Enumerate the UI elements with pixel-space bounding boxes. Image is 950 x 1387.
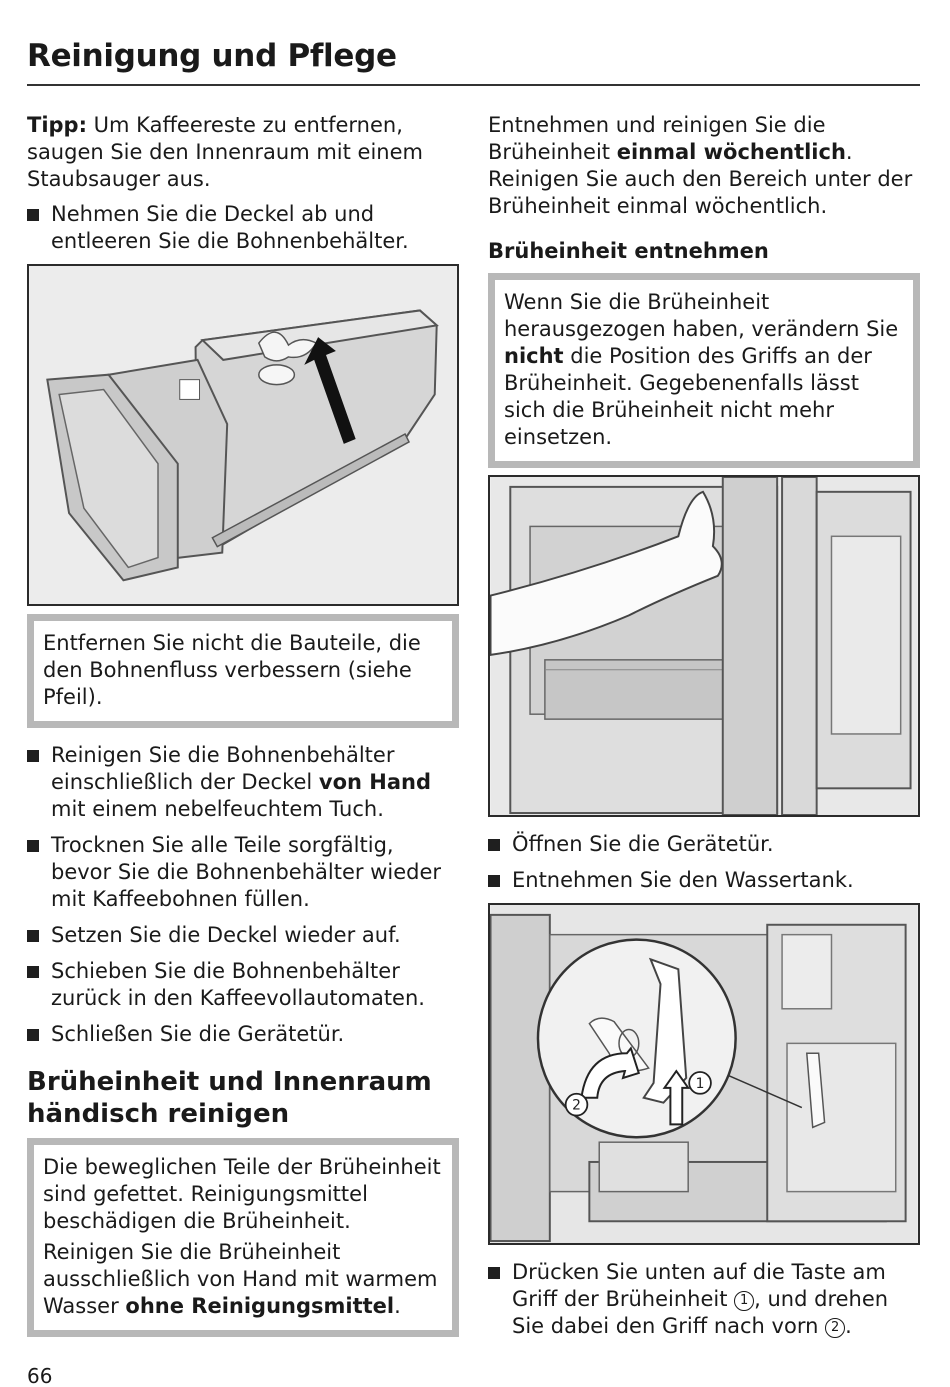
warning-text: Entfernen Sie nicht die Bauteile, die de… — [43, 631, 421, 709]
warning-text-hand: Reinigen Sie die Brüheinheit ausschließl… — [43, 1239, 442, 1320]
hand-text-bold: ohne Reinigungsmittel — [125, 1294, 395, 1318]
brew-unit-drawing: 2 1 — [490, 905, 918, 1243]
list-item: Schieben Sie die Bohnenbehälter zurück i… — [27, 958, 459, 1012]
list-item: Schließen Sie die Gerätetür. — [27, 1021, 459, 1048]
marker-2: 2 — [825, 1318, 846, 1338]
list-item: Trocknen Sie alle Teile sorgfältig, bevo… — [27, 832, 459, 913]
press-part2: , und drehen Sie dabei den Griff nach vo… — [512, 1287, 889, 1338]
tip-text: Um Kaffeereste zu entfernen, saugen Sie … — [27, 113, 423, 191]
handle-before: Wenn Sie die Brüheinheit herausgezogen h… — [504, 290, 899, 341]
bean-container-drawing — [29, 266, 457, 604]
list-item: Reinigen Sie die Bohnenbehälter einschli… — [27, 742, 459, 823]
sub-heading: Brüheinheit entnehmen — [488, 239, 769, 263]
tip-label: Tipp: — [27, 113, 87, 137]
press-part1: Drücken Sie unten auf die Taste am Griff… — [512, 1260, 886, 1311]
callout-2: 2 — [572, 1098, 581, 1114]
hand-text-before: Reinigen Sie die Brüheinheit ausschließl… — [43, 1240, 438, 1318]
door-open-illustration — [488, 475, 920, 817]
bullet-list-cleaning: Reinigen Sie die Bohnenbehälter einschli… — [27, 742, 459, 1048]
press-part3: . — [845, 1314, 852, 1338]
intro-bold: einmal wöchentlich — [616, 140, 846, 164]
clean-text-before: Reinigen Sie die Bohnenbehälter einschli… — [51, 743, 395, 794]
door-open-drawing — [490, 477, 918, 815]
list-item: Drücken Sie unten auf die Taste am Griff… — [488, 1259, 920, 1340]
section-heading: Brüheinheit und Innenraum händisch reini… — [27, 1067, 432, 1129]
warning-box-greased: Die beweglichen Teile der Brüheinheit si… — [27, 1138, 459, 1337]
handle-bold: nicht — [504, 344, 564, 368]
page-title: Reinigung und Pflege — [27, 38, 397, 74]
clean-text-after: mit einem nebelfeuchtem Tuch. — [51, 797, 384, 821]
list-item: Setzen Sie die Deckel wieder auf. — [27, 922, 459, 949]
page-number: 66 — [27, 1364, 53, 1387]
bullet-list-lids: Nehmen Sie die Deckel ab und entleeren S… — [27, 201, 459, 255]
callout-1: 1 — [696, 1076, 705, 1092]
list-item: Nehmen Sie die Deckel ab und entleeren S… — [27, 201, 459, 255]
warning-text-handle: Wenn Sie die Brüheinheit herausgezogen h… — [504, 289, 903, 451]
tip-paragraph: Tipp: Um Kaffeereste zu entfernen, sauge… — [27, 112, 459, 193]
list-item: Öffnen Sie die Gerätetür. — [488, 831, 920, 858]
clean-text-bold: von Hand — [318, 770, 432, 794]
warning-text-greased: Die beweglichen Teile der Brüheinheit si… — [43, 1155, 441, 1233]
intro-after: . Reinigen Sie auch den Bereich unter de… — [488, 140, 913, 218]
intro-before: Entnehmen und reinigen Sie die Brüheinhe… — [488, 113, 826, 164]
brew-unit-illustration: 2 1 — [488, 903, 920, 1245]
left-column: Tipp: Um Kaffeereste zu entfernen, sauge… — [27, 112, 459, 1337]
hand-text-after: . — [394, 1294, 401, 1318]
bullet-list-open: Öffnen Sie die Gerätetür. Entnehmen Sie … — [488, 831, 920, 894]
warning-box-handle: Wenn Sie die Brüheinheit herausgezogen h… — [488, 273, 920, 468]
bean-container-illustration — [27, 264, 459, 606]
handle-after: die Position des Griffs an der Brüheinhe… — [504, 344, 872, 449]
marker-1: 1 — [734, 1291, 755, 1311]
right-column: Entnehmen und reinigen Sie die Brüheinhe… — [488, 112, 920, 1349]
intro-paragraph: Entnehmen und reinigen Sie die Brüheinhe… — [488, 112, 920, 220]
title-rule — [27, 84, 920, 86]
warning-box-parts: Entfernen Sie nicht die Bauteile, die de… — [27, 614, 459, 728]
list-item: Entnehmen Sie den Wassertank. — [488, 867, 920, 894]
bullet-list-press: Drücken Sie unten auf die Taste am Griff… — [488, 1259, 920, 1340]
